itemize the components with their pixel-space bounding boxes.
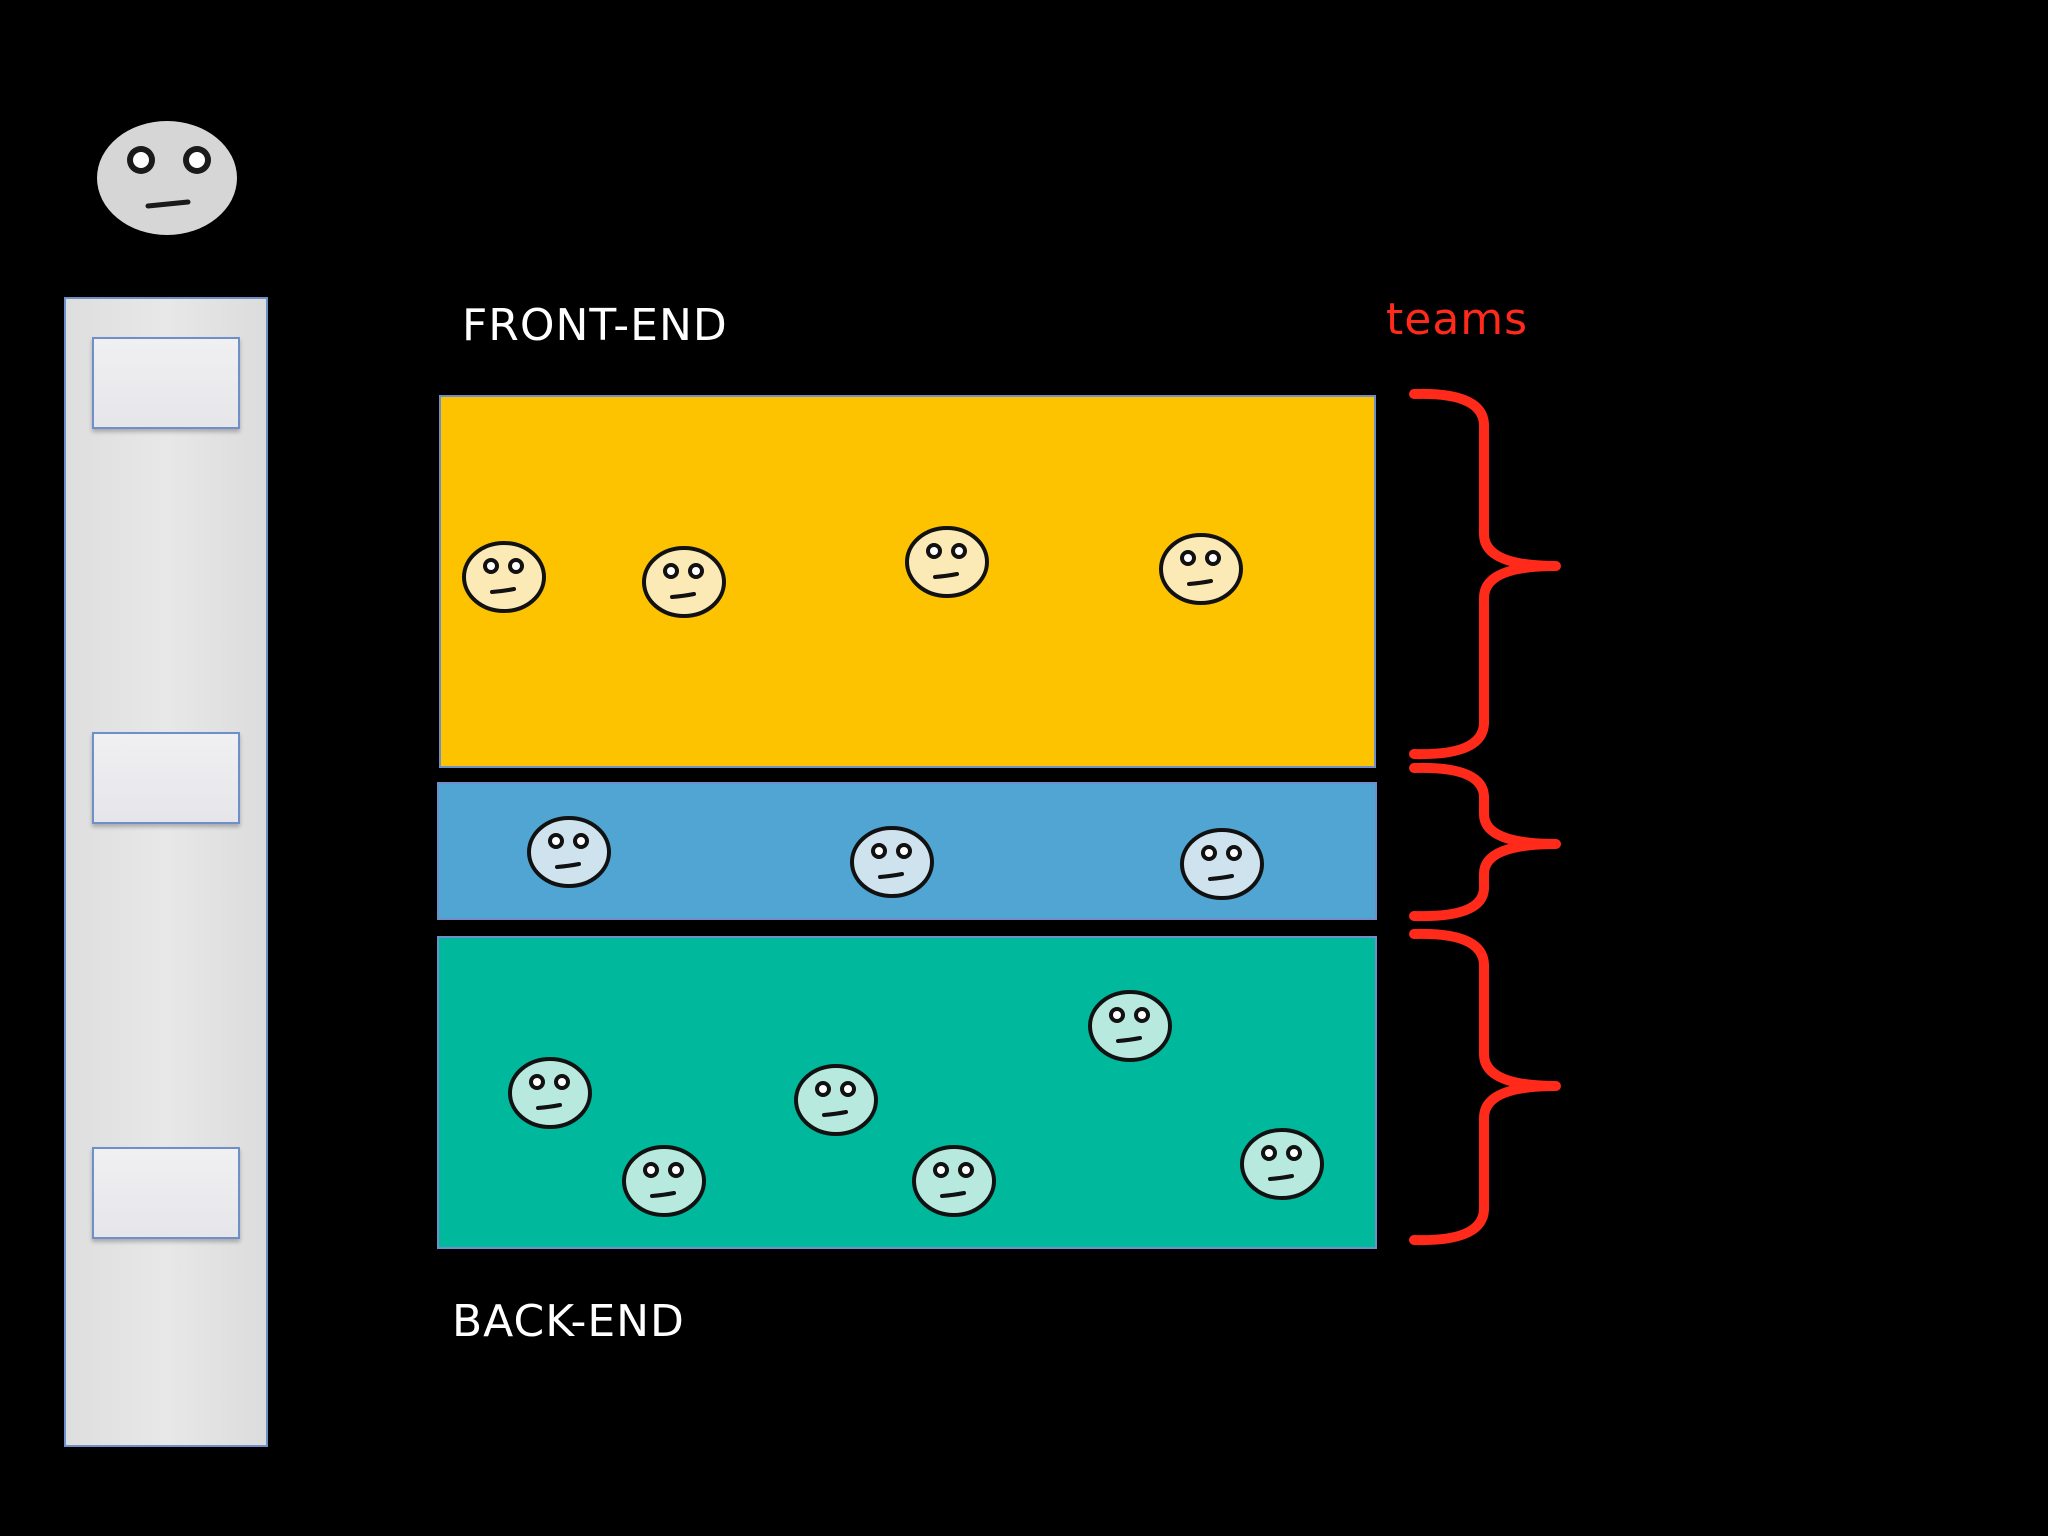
team-member-face-icon xyxy=(849,824,935,900)
team-member-face-icon xyxy=(621,1143,707,1219)
team-braces xyxy=(1409,388,1561,1246)
user-face-icon xyxy=(97,121,237,235)
page-column xyxy=(64,297,268,1447)
team-member-face-icon xyxy=(1087,988,1173,1064)
curly-brace-icon xyxy=(1409,388,1561,760)
back-end-layer xyxy=(437,936,1377,1249)
team-member-face-icon xyxy=(461,539,547,615)
team-member-face-icon xyxy=(911,1143,997,1219)
curly-brace-icon xyxy=(1409,928,1561,1246)
team-member-face-icon xyxy=(793,1062,879,1138)
team-member-face-icon xyxy=(1239,1126,1325,1202)
team-member-face-icon xyxy=(641,544,727,620)
teams-label: teams xyxy=(1386,294,1529,345)
team-member-face-icon xyxy=(507,1055,593,1131)
middle-layer xyxy=(437,782,1377,920)
page-block-bottom xyxy=(92,1147,240,1239)
page-block-top xyxy=(92,337,240,429)
team-member-face-icon xyxy=(904,524,990,600)
curly-brace-icon xyxy=(1409,762,1561,922)
page-block-middle xyxy=(92,732,240,824)
team-member-face-icon xyxy=(1179,826,1265,902)
front-end-label: FRONT-END xyxy=(462,300,728,351)
team-member-face-icon xyxy=(1158,531,1244,607)
team-member-face-icon xyxy=(526,814,612,890)
back-end-label: BACK-END xyxy=(452,1296,685,1347)
front-end-layer xyxy=(439,395,1376,768)
